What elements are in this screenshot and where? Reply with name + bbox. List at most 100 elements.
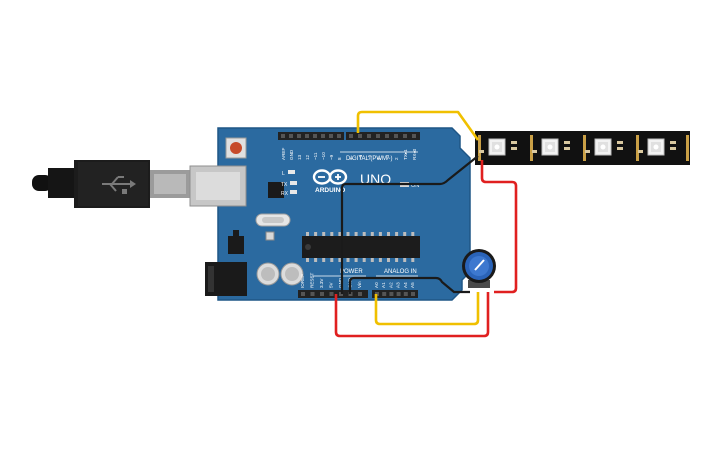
header-socket[interactable] xyxy=(281,134,285,138)
wire-yellow-analog xyxy=(374,292,480,326)
pin-label: GND xyxy=(289,149,294,160)
chip-pin xyxy=(346,258,350,262)
header-socket[interactable] xyxy=(313,134,317,138)
header-socket[interactable] xyxy=(349,134,353,138)
led-pixel-icon xyxy=(479,138,517,156)
chip-pin xyxy=(387,232,390,236)
header-socket[interactable] xyxy=(385,134,389,138)
potentiometer-icon[interactable] xyxy=(462,249,496,288)
chip-pin xyxy=(362,232,366,236)
chip-pin xyxy=(338,258,342,262)
header-socket[interactable] xyxy=(389,292,394,296)
pin-label: AREF xyxy=(281,148,286,160)
strip-pad xyxy=(583,135,586,161)
header-socket[interactable] xyxy=(305,134,309,138)
chip-pin xyxy=(403,258,407,262)
header-socket[interactable] xyxy=(320,292,324,296)
analog-header xyxy=(372,290,418,298)
header-socket[interactable] xyxy=(403,134,407,138)
pin-label: IOREF xyxy=(300,274,305,288)
pin-label: RX◂0 xyxy=(412,148,417,160)
pin-label: RESET xyxy=(310,272,315,288)
header-socket[interactable] xyxy=(337,134,341,138)
header-socket[interactable] xyxy=(396,292,401,296)
header-socket[interactable] xyxy=(367,134,371,138)
header-socket[interactable] xyxy=(394,134,398,138)
tx-led-label: TX xyxy=(281,182,288,188)
pin-label: 13 xyxy=(297,154,302,160)
digital-label: DIGITAL (PWM~) xyxy=(346,156,393,162)
led-pixel-icon xyxy=(532,138,570,156)
chip-pin xyxy=(330,258,334,262)
pin-label: 5V xyxy=(329,281,334,288)
pin-label: 3.3V xyxy=(319,278,324,288)
header-socket[interactable] xyxy=(376,134,380,138)
rx-led-label: RX xyxy=(281,191,289,197)
wire-red-power xyxy=(334,160,518,338)
reset-button-icon[interactable] xyxy=(225,137,247,159)
microcontroller-chip xyxy=(302,236,420,258)
capacitor-2 xyxy=(280,262,304,286)
pin-label: A2 xyxy=(388,282,393,288)
chip-pin xyxy=(322,232,326,236)
led-pixel-icon xyxy=(585,138,623,156)
header-socket[interactable] xyxy=(310,292,315,296)
pin-label: 4 xyxy=(376,157,381,160)
header-socket[interactable] xyxy=(412,134,416,138)
brand-label: ARDUINO xyxy=(315,187,345,194)
header-socket[interactable] xyxy=(358,292,362,296)
pin-label: 2 xyxy=(394,157,399,160)
pin-label: 7 xyxy=(349,157,354,160)
chip-pin xyxy=(387,258,390,262)
chip-pin xyxy=(403,232,407,236)
chip-pin xyxy=(411,258,415,262)
chip-pin xyxy=(338,232,342,236)
pin-label: ~3 xyxy=(385,154,390,160)
pin-label: GND xyxy=(338,277,343,288)
pin-label: A0 xyxy=(374,282,379,288)
wire-black-ground-strip xyxy=(340,155,479,294)
chip-pin xyxy=(411,232,415,236)
strip-pad xyxy=(478,135,481,161)
usb-chip xyxy=(268,182,284,198)
digital-header-right xyxy=(346,132,420,140)
header-socket[interactable] xyxy=(411,292,415,296)
digital-header-left xyxy=(278,132,344,140)
pin-label: ~10 xyxy=(321,152,326,160)
on-label: ON xyxy=(411,183,419,189)
chip-pin xyxy=(306,232,309,236)
strip-pad xyxy=(686,135,689,161)
chip-pin xyxy=(370,258,374,262)
chip-pin xyxy=(362,258,366,262)
chip-pin xyxy=(346,232,350,236)
chip-pin xyxy=(354,258,358,262)
header-socket[interactable] xyxy=(329,134,333,138)
power-label: POWER xyxy=(340,269,363,275)
header-socket[interactable] xyxy=(321,134,325,138)
header-socket[interactable] xyxy=(329,292,334,296)
pin-label: ~5 xyxy=(367,154,372,160)
pin-label: 12 xyxy=(305,154,310,160)
strip-pad xyxy=(530,135,533,161)
chip-pin xyxy=(378,258,382,262)
header-socket[interactable] xyxy=(301,292,305,296)
header-socket[interactable] xyxy=(297,134,301,138)
chip-pin xyxy=(330,232,334,236)
chip-pin xyxy=(322,258,326,262)
pin-label: A3 xyxy=(396,282,401,288)
chip-pin xyxy=(370,232,374,236)
chip-pin xyxy=(395,258,399,262)
header-socket[interactable] xyxy=(358,134,362,138)
chip-pin xyxy=(354,232,358,236)
wire-black-ground-pot xyxy=(348,276,470,294)
header-socket[interactable] xyxy=(382,292,387,296)
wire-yellow-data xyxy=(356,110,480,141)
arduino-logo-icon xyxy=(312,169,348,185)
pin-label: 8 xyxy=(337,157,342,160)
header-socket[interactable] xyxy=(289,134,293,138)
strip-pad xyxy=(636,135,639,161)
header-socket[interactable] xyxy=(403,292,408,296)
chip-pin xyxy=(314,232,318,236)
pin-label: A4 xyxy=(403,282,408,288)
